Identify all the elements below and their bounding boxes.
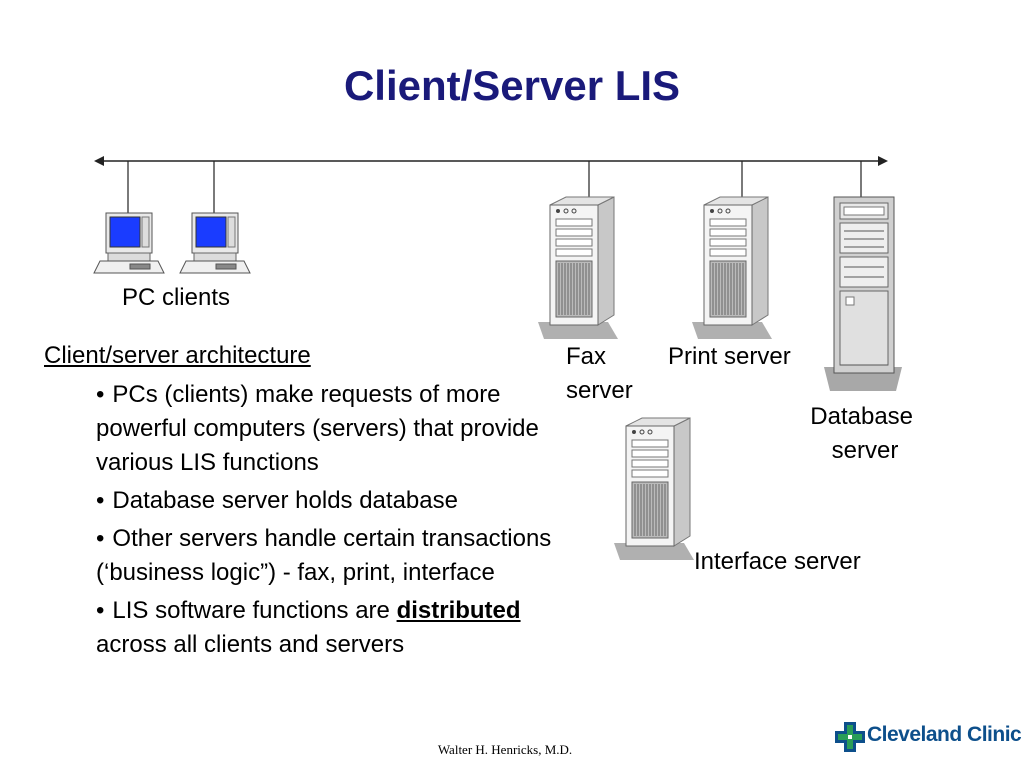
fax-server-label-line: Fax [566,343,606,370]
bullet-list: •PCs (clients) make requests of more pow… [96,378,556,666]
database-server-label: Database server [810,403,919,464]
architecture-heading: Client/server architecture [44,342,311,369]
emphasis-distributed: distributed [396,597,521,624]
network-backbone [94,156,888,166]
interface-server-icon [613,417,695,561]
bullet-marker: • [96,525,105,552]
network-drop-lines [127,161,862,213]
bullet-text: Database server holds database [112,487,458,514]
fax-server-label: Fax server [566,343,633,404]
print-server-icon [691,196,773,340]
database-server-label-line: Database [810,403,913,430]
network-diagram: PC clients Fax server Print server Datab… [93,156,919,575]
bullet-marker: • [96,597,105,624]
pc-client-icon [93,212,165,274]
clinic-cross-icon [835,722,865,752]
database-server-icon [824,196,902,391]
bullet-text: PCs (clients) make requests of more powe… [96,381,539,476]
bullet-text: across all clients and servers [96,631,405,658]
fax-server-label-line: server [566,377,633,404]
pc-clients-label: PC clients [122,284,230,311]
bullet-item: •Other servers handle certain transactio… [96,522,556,590]
fax-server-icon [537,196,619,340]
pc-client-icon [179,212,251,274]
bullet-text: LIS software functions are [112,597,397,624]
bullet-item: • Database server holds database [96,484,556,518]
bullet-marker: • [96,487,105,514]
bullet-item: •PCs (clients) make requests of more pow… [96,378,556,480]
database-server-label-line: server [832,437,899,464]
slide-title: Client/Server LIS [343,62,681,109]
print-server-label: Print server [668,343,791,370]
logo-text: Cleveland Clinic [867,723,1022,746]
cleveland-clinic-logo: Cleveland Clinic [835,720,1022,754]
bullet-item: •LIS software functions are distributed … [96,594,556,662]
bullet-text: Other servers handle certain transaction… [96,525,552,586]
bullet-marker: • [96,381,105,408]
interface-server-label: Interface server [694,548,861,575]
author-footer: Walter H. Henricks, M.D. [437,742,573,757]
